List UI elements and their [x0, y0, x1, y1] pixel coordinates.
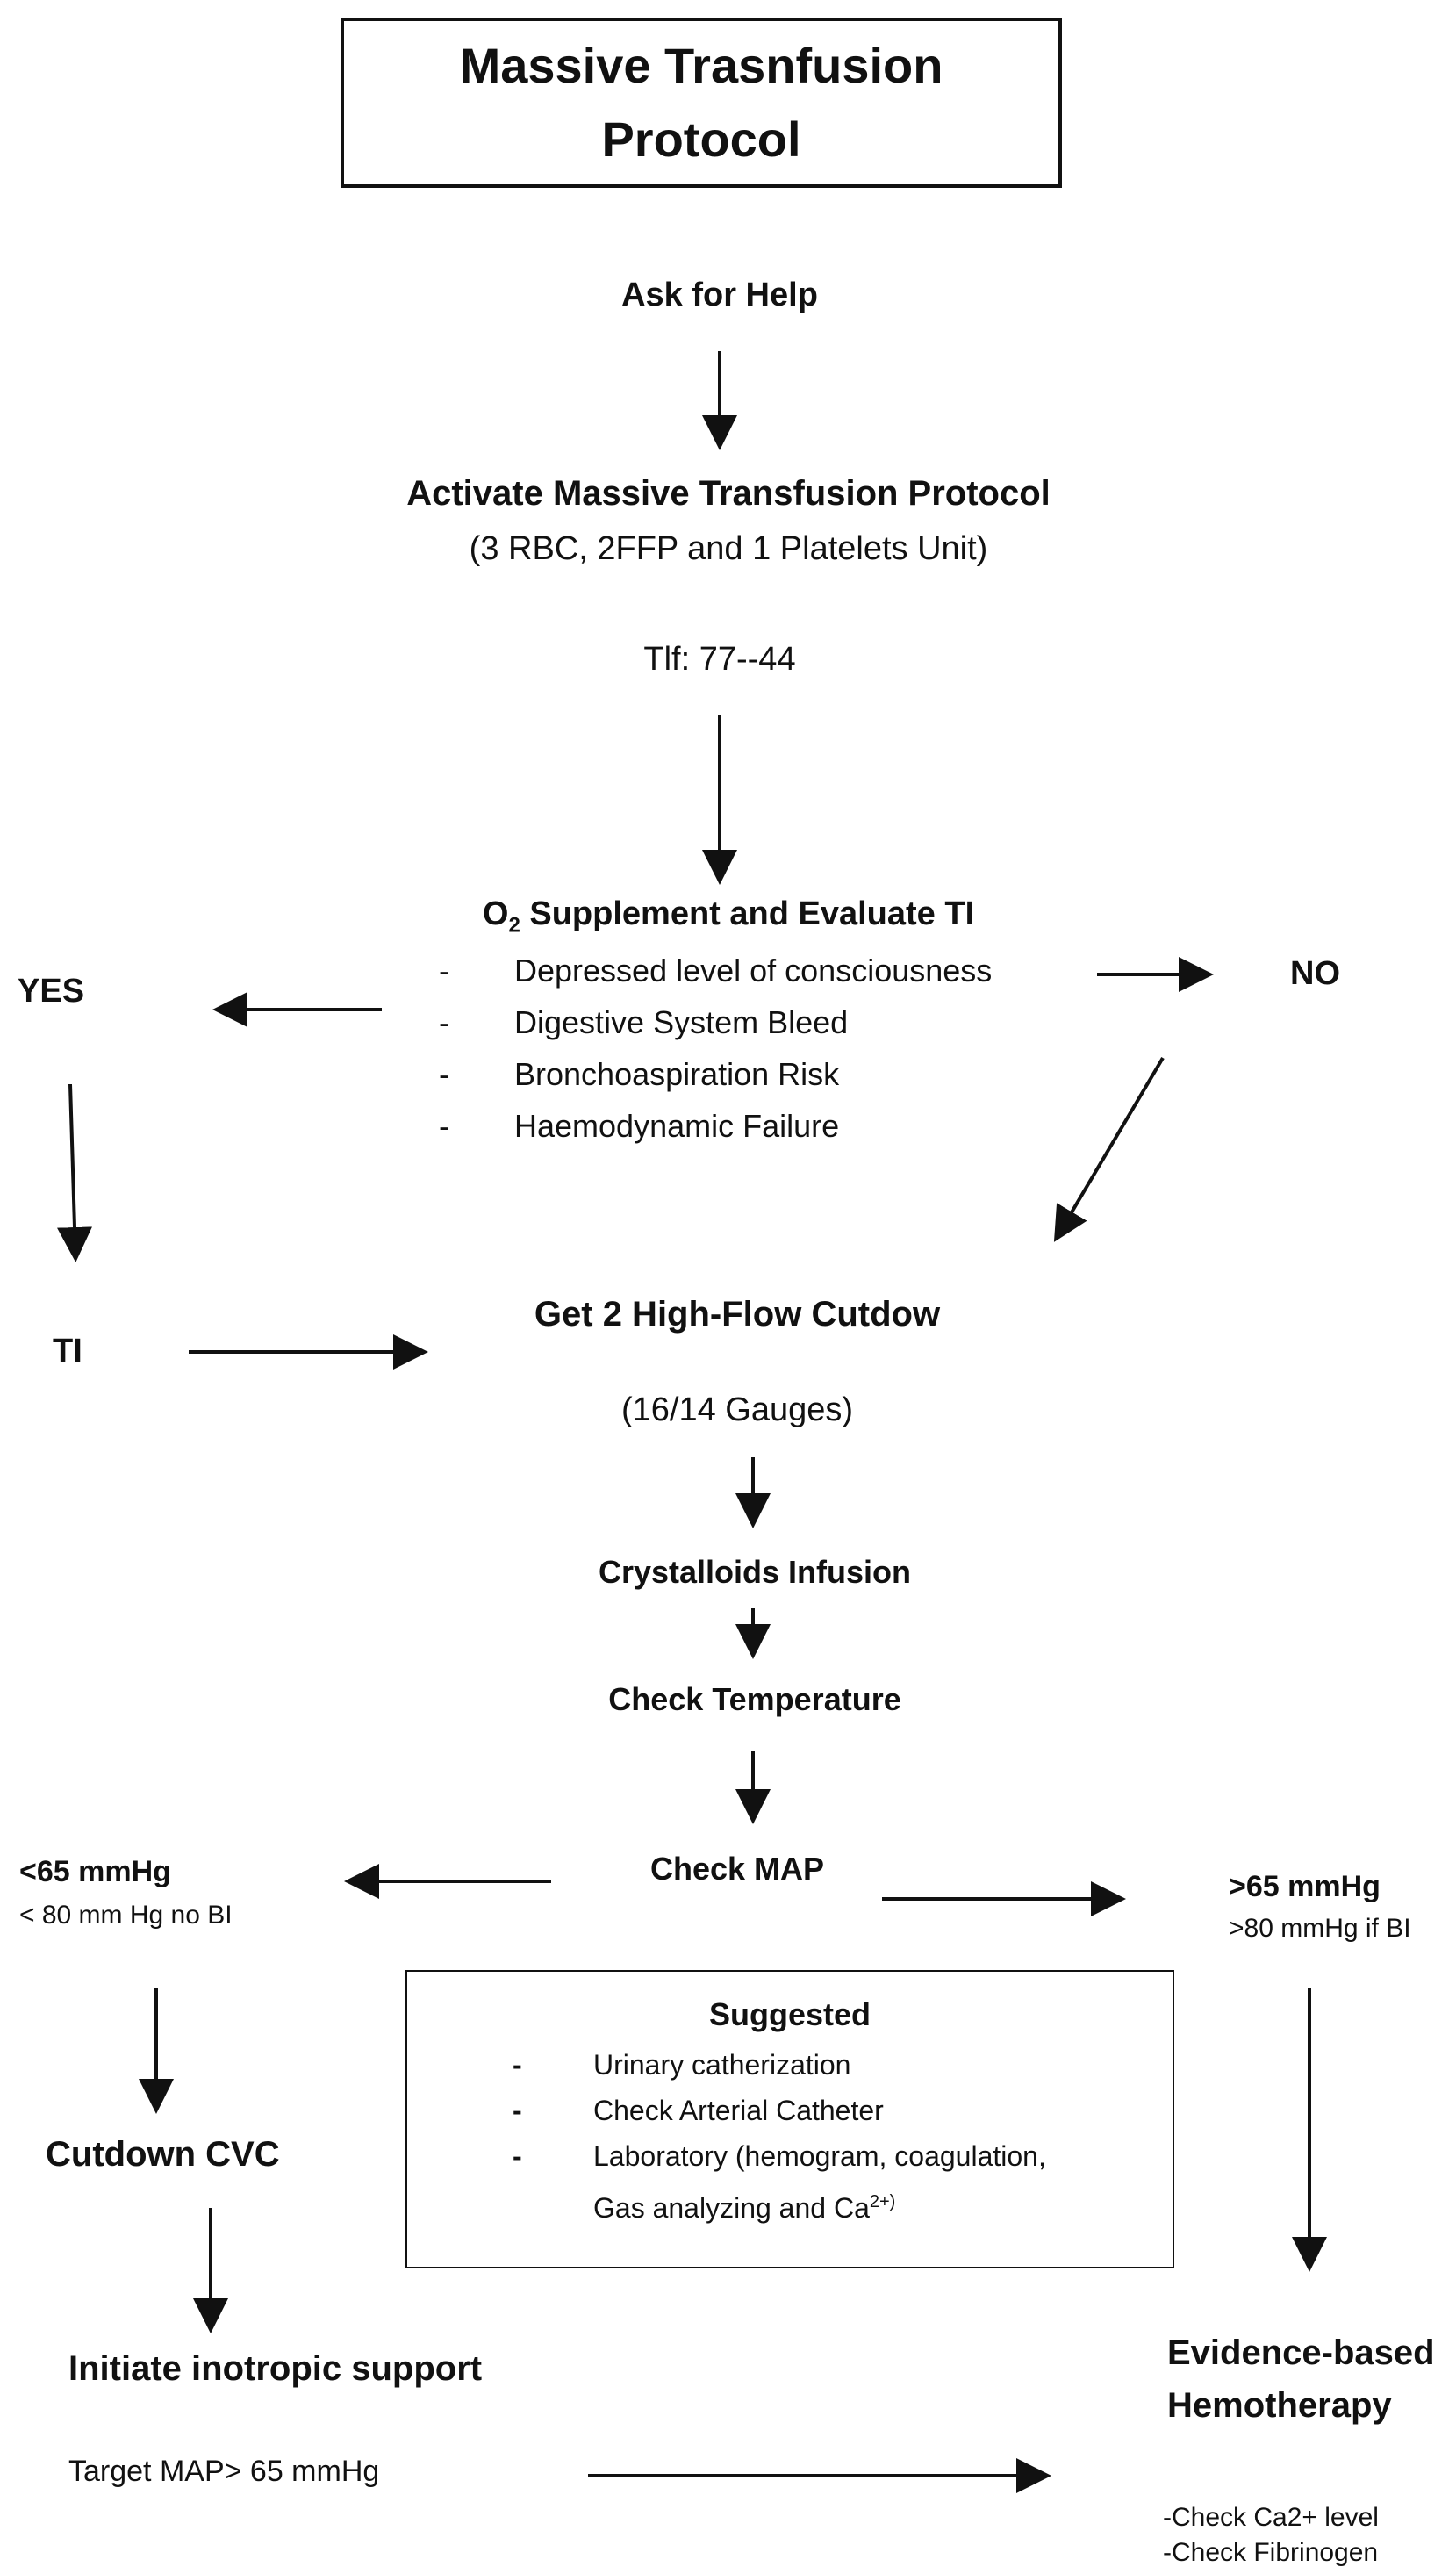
list-dash: -	[439, 1004, 449, 1040]
hemotherapy-title: Evidence-based Hemotherapy	[1167, 2326, 1435, 2432]
list-dash: -	[513, 2095, 522, 2126]
suggested-item: - Check Arterial Catheter	[407, 2088, 1173, 2133]
ti-criteria-item: - Bronchoaspiration Risk	[435, 1048, 1137, 1100]
arrow-yes-to-ti	[57, 1083, 93, 1262]
calcium-superscript: 2+)	[869, 2192, 896, 2211]
no-label: NO	[1290, 955, 1340, 992]
ti-criteria-item: - Haemodynamic Failure	[435, 1100, 1137, 1152]
list-dash: -	[439, 953, 449, 989]
ti-criteria-text: Bronchoaspiration Risk	[514, 1056, 840, 1092]
suggested-title: Suggested	[708, 1996, 871, 2032]
ti-criteria-list: - Depressed level of consciousness - Diges…	[435, 945, 1137, 1152]
ti-criteria-text: Depressed level of consciousness	[514, 953, 993, 989]
o2-title-o: O	[482, 895, 509, 932]
check-map: Check MAP	[649, 1851, 825, 1887]
o2-title-subscript: 2	[508, 913, 520, 938]
low-map-note: < 80 mm Hg no BI	[19, 1901, 233, 1930]
cutdown-cvc: Cutdown CVC	[46, 2135, 280, 2174]
inotropic-target: Target MAP> 65 mmHg	[68, 2455, 380, 2488]
hemotherapy-check-item: -Check Ca2+ level	[1163, 2503, 1379, 2532]
o2-supplement-title: O2 Supplement and Evaluate TI	[351, 895, 1106, 938]
cutdown-title: Get 2 High-Flow Cutdow	[534, 1295, 941, 1334]
ask-for-help: Ask for Help	[621, 277, 818, 313]
inotropic-support-title: Initiate inotropic support	[68, 2349, 483, 2388]
suggested-text: Urinary catherization	[593, 2049, 851, 2081]
ti-label: TI	[53, 1333, 82, 1370]
hemotherapy-checks: -Check Ca2+ level -Check Fibrinogen	[1163, 2500, 1379, 2570]
ti-criteria-item: - Digestive System Bleed	[435, 996, 1137, 1048]
suggested-text: Check Arterial Catheter	[593, 2095, 884, 2126]
hemotherapy-line-2: Hemotherapy	[1167, 2386, 1392, 2425]
list-dash: -	[439, 1108, 449, 1144]
check-temperature: Check Temperature	[608, 1681, 901, 1717]
ti-criteria-text: Digestive System Bleed	[514, 1004, 849, 1040]
suggested-text: Laboratory (hemogram, coagulation,	[593, 2140, 1046, 2172]
suggested-box: Suggested - Urinary catherization - Check …	[405, 1970, 1174, 2268]
title-box: Massive Trasnfusion Protocol	[341, 18, 1062, 188]
low-map-title: <65 mmHg	[19, 1855, 171, 1888]
activate-protocol-title: Activate Massive Transfusion Protocol	[406, 474, 1051, 513]
high-map-title: >65 mmHg	[1229, 1870, 1381, 1903]
suggested-item: - Laboratory (hemogram, coagulation,	[407, 2133, 1173, 2179]
ti-criteria-item: - Depressed level of consciousness	[435, 945, 1137, 996]
o2-title-rest: Supplement and Evaluate TI	[520, 895, 975, 932]
list-dash: -	[513, 2049, 522, 2081]
cutdown-gauges: (16/14 Gauges)	[620, 1391, 854, 1428]
suggested-list: - Urinary catherization - Check Arterial C…	[407, 2042, 1173, 2231]
high-map-note: >80 mmHg if BI	[1229, 1914, 1411, 1943]
crystalloids-infusion: Crystalloids Infusion	[598, 1554, 912, 1590]
suggested-item: - Urinary catherization	[407, 2042, 1173, 2088]
arrow-no-to-cutdown	[1053, 1056, 1165, 1242]
title-line-1: Massive Trasnfusion	[459, 38, 943, 93]
hemotherapy-check-item: -Check Fibrinogen	[1163, 2538, 1379, 2567]
title-line-2: Protocol	[601, 111, 801, 167]
activate-protocol-subtitle: (3 RBC, 2FFP and 1 Platelets Unit)	[469, 530, 988, 567]
suggested-text: Gas analyzing and Ca	[593, 2191, 870, 2224]
list-dash: -	[513, 2140, 522, 2172]
ti-criteria-text: Haemodynamic Failure	[514, 1108, 840, 1144]
activate-protocol-phone: Tlf: 77--44	[643, 641, 796, 678]
yes-label: YES	[18, 973, 85, 1010]
suggested-item-continuation: Gas analyzing and Ca2+)	[407, 2179, 1173, 2231]
hemotherapy-line-1: Evidence-based	[1167, 2333, 1435, 2372]
list-dash: -	[439, 1056, 449, 1092]
